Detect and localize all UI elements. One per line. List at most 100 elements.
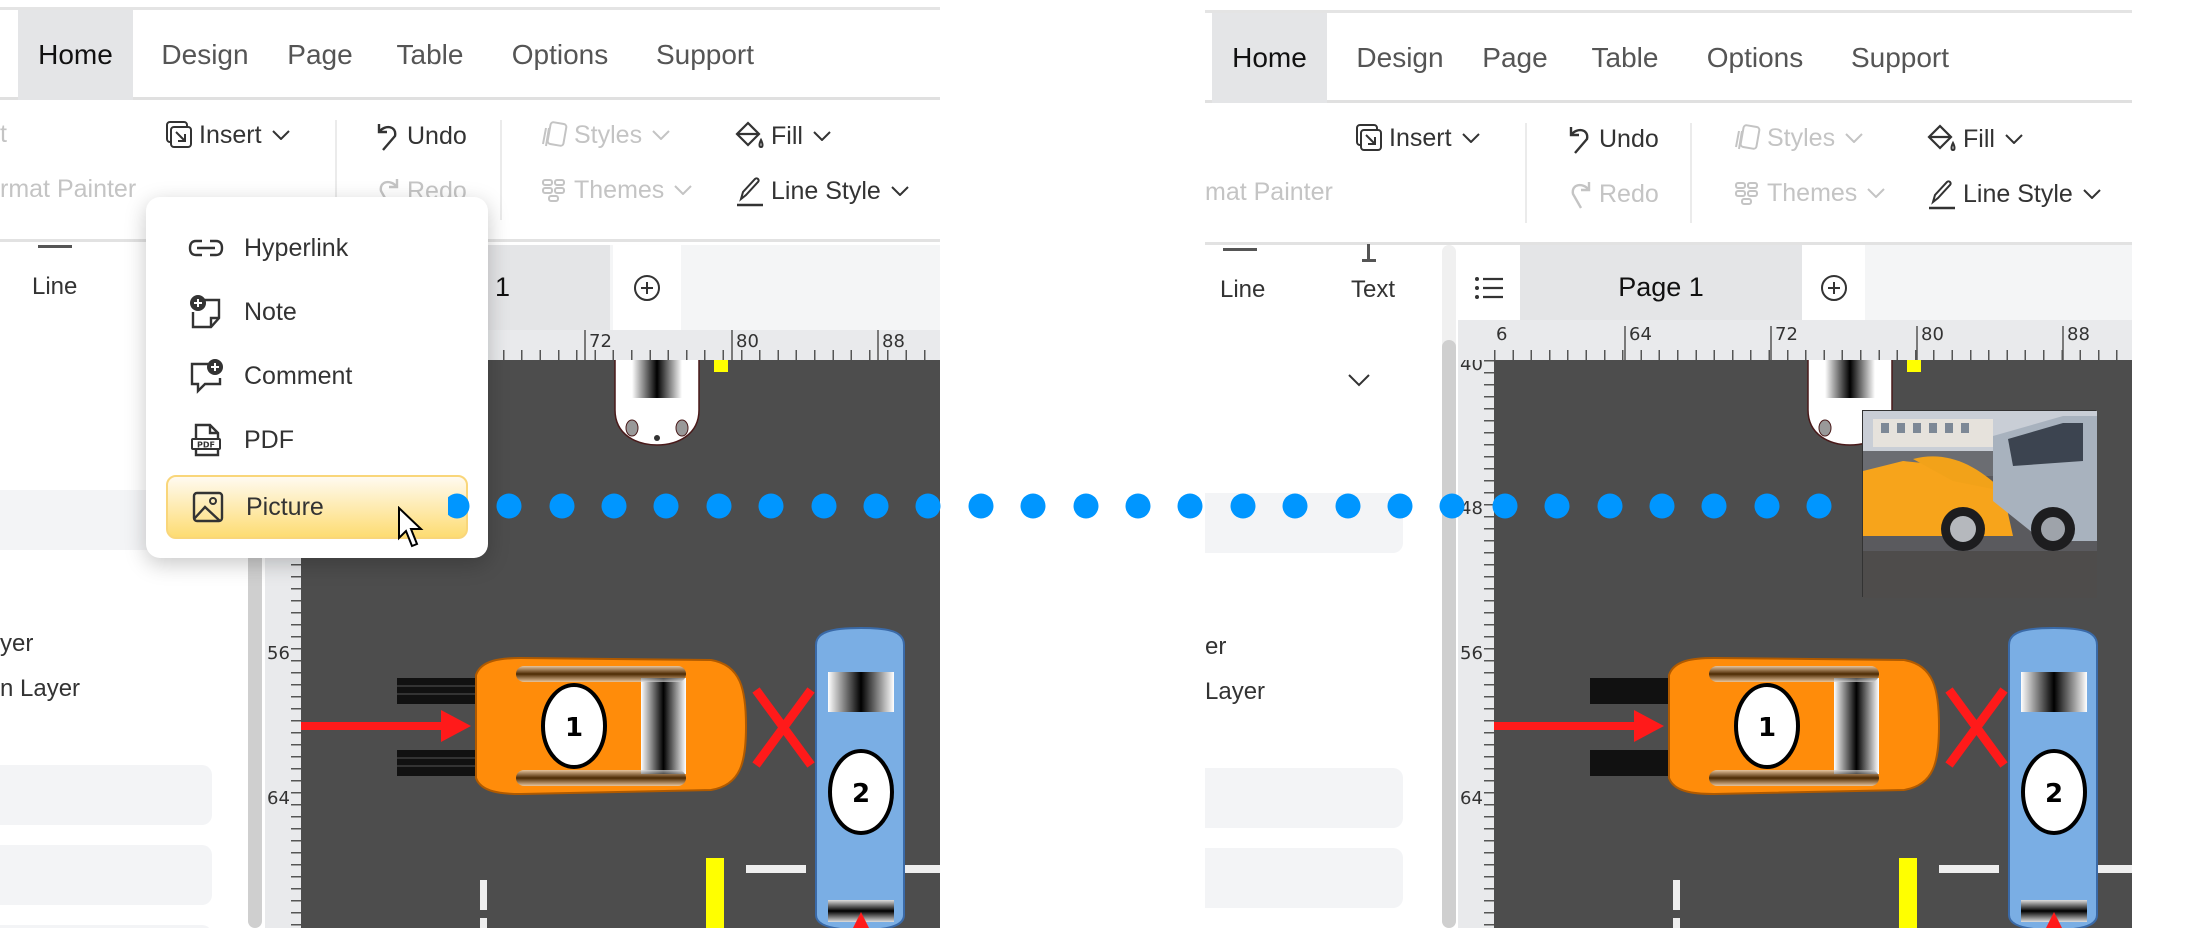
drag-path-dotted-line xyxy=(448,493,1832,519)
format-painter-label: mat Painter xyxy=(1205,178,1333,206)
line-style-dropdown[interactable]: Line Style xyxy=(1927,178,2107,210)
plus-circle-icon xyxy=(1820,274,1847,301)
line-style-label: Line Style xyxy=(771,176,881,205)
line-style-dropdown[interactable]: Line Style xyxy=(735,175,915,207)
line-shape-button[interactable]: Line xyxy=(1220,276,1266,303)
layer-item[interactable]: er xyxy=(1205,633,1227,660)
sidebar-field[interactable] xyxy=(1205,848,1403,908)
chevron-down-icon[interactable] xyxy=(1347,373,1371,387)
layer-item[interactable]: Layer xyxy=(1205,678,1266,705)
accident-photo xyxy=(1863,411,2097,598)
image-icon xyxy=(182,491,234,523)
chevron-down-icon xyxy=(813,131,831,141)
ruler-label: 64 xyxy=(1460,788,1483,809)
line-shape-button[interactable]: Line xyxy=(32,273,78,300)
ruler-minor-ticks xyxy=(291,360,301,928)
menu-item-note[interactable]: Note xyxy=(166,281,468,343)
sidebar-field[interactable] xyxy=(0,765,212,825)
menu-item-label: Note xyxy=(244,297,297,326)
link-icon xyxy=(180,238,232,258)
insert-label: Insert xyxy=(199,120,262,149)
styles-icon xyxy=(542,121,568,147)
fill-bucket-icon xyxy=(735,121,764,149)
themes-dropdown[interactable]: Themes xyxy=(540,175,698,205)
menu-item-hyperlink[interactable]: Hyperlink xyxy=(166,217,468,279)
ruler-label: 56 xyxy=(1460,643,1483,664)
styles-dropdown[interactable]: Styles xyxy=(540,120,676,150)
car-1 xyxy=(1668,656,1941,796)
styles-dropdown[interactable]: Styles xyxy=(1733,123,1869,153)
themes-icon xyxy=(542,179,565,202)
format-painter-button[interactable]: mat Painter xyxy=(1205,178,1333,207)
fill-label: Fill xyxy=(771,121,803,150)
sidebar-field[interactable] xyxy=(0,925,212,928)
tab-options[interactable]: Options xyxy=(1706,42,1804,73)
tab-support[interactable]: Support xyxy=(1850,42,1950,73)
page-tab-1[interactable]: Page 1 xyxy=(1520,245,1802,330)
add-page-button[interactable] xyxy=(1802,245,1865,330)
tab-home[interactable]: Home xyxy=(18,10,133,100)
ruler-label: 72 xyxy=(1775,324,1798,345)
ruler-label: 6 xyxy=(1496,324,1508,345)
undo-button[interactable]: Undo xyxy=(375,120,467,152)
tab-table[interactable]: Table xyxy=(396,39,464,70)
cut-button[interactable]: t xyxy=(0,120,7,149)
mouse-cursor-icon xyxy=(398,506,424,548)
car-1 xyxy=(475,656,748,796)
chevron-down-icon xyxy=(271,130,290,140)
undo-label: Undo xyxy=(407,121,467,150)
ruler-label: 40 xyxy=(1460,360,1483,375)
white-car xyxy=(614,360,700,446)
inserted-picture[interactable] xyxy=(1862,410,2097,598)
ruler-label: 88 xyxy=(2067,324,2090,345)
insert-button[interactable]: Insert xyxy=(165,120,296,150)
menu-tab-bar: Home Design Page Table Options Support xyxy=(0,10,940,100)
insert-button[interactable]: Insert xyxy=(1355,123,1486,153)
redo-button[interactable]: Redo xyxy=(1567,178,1659,210)
top-border xyxy=(1205,10,2132,13)
add-page-button[interactable] xyxy=(613,245,681,330)
layer-item[interactable]: n Layer xyxy=(0,675,81,702)
tab-design[interactable]: Design xyxy=(1356,42,1444,73)
fill-dropdown[interactable]: Fill xyxy=(735,120,837,152)
page-list-button[interactable] xyxy=(1458,245,1520,330)
text-shape-icon xyxy=(1362,244,1376,262)
tab-page[interactable]: Page xyxy=(1482,42,1548,73)
tab-design[interactable]: Design xyxy=(161,39,249,70)
cut-label: t xyxy=(0,120,7,148)
tab-support[interactable]: Support xyxy=(655,39,755,70)
themes-dropdown[interactable]: Themes xyxy=(1733,178,1891,208)
layer-item[interactable]: yer xyxy=(0,630,34,657)
diagram-canvas[interactable]: 1 2 xyxy=(301,360,940,928)
car-1-label: 1 xyxy=(1758,713,1776,743)
text-shape-button[interactable]: Text xyxy=(1351,276,1396,303)
ruler-label: 64 xyxy=(267,788,290,809)
menu-item-pdf[interactable]: PDF PDF xyxy=(166,409,468,471)
insert-label: Insert xyxy=(1389,123,1452,152)
ruler-label: 72 xyxy=(589,331,612,352)
ribbon-divider xyxy=(335,120,337,220)
tab-page[interactable]: Page xyxy=(287,39,353,70)
styles-icon xyxy=(1735,124,1761,150)
fill-dropdown[interactable]: Fill xyxy=(1927,123,2029,155)
ribbon-toolbar: mat Painter Insert Undo Redo Styles Them… xyxy=(1205,103,2132,245)
diagram-canvas[interactable]: 1 2 xyxy=(1494,360,2132,928)
tab-table[interactable]: Table xyxy=(1591,42,1659,73)
tab-home[interactable]: Home xyxy=(1212,13,1327,103)
ruler-label: 88 xyxy=(882,331,905,352)
sidebar-field[interactable] xyxy=(1205,768,1403,828)
tab-options[interactable]: Options xyxy=(511,39,609,70)
themes-label: Themes xyxy=(574,175,665,204)
ribbon-divider xyxy=(1690,123,1692,223)
car-2 xyxy=(2008,626,2098,928)
sidebar-scrollbar[interactable] xyxy=(1442,340,1456,928)
top-border xyxy=(0,7,940,10)
car-2-label: 2 xyxy=(852,779,870,809)
insert-icon xyxy=(166,121,192,148)
undo-icon xyxy=(377,124,397,151)
chevron-down-icon xyxy=(891,186,909,196)
sidebar-field[interactable] xyxy=(0,845,212,905)
menu-item-comment[interactable]: Comment xyxy=(166,345,468,407)
undo-button[interactable]: Undo xyxy=(1567,123,1659,155)
format-painter-button[interactable]: rmat Painter xyxy=(0,175,136,204)
